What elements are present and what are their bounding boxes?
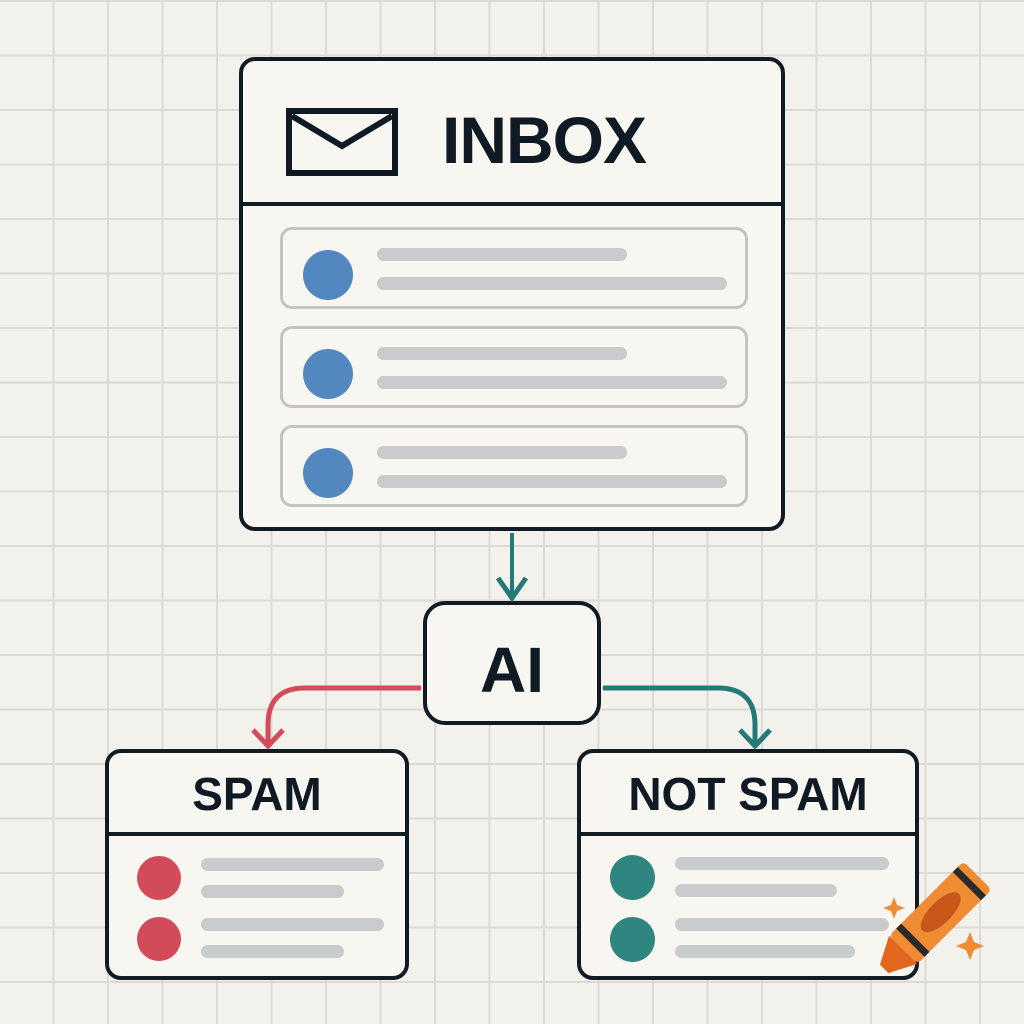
preview-placeholder-bar (675, 945, 855, 958)
not-spam-sender-dot (610, 855, 655, 900)
spam-title: SPAM (192, 768, 322, 820)
subject-placeholder-bar (201, 858, 384, 871)
sender-avatar-dot (303, 448, 353, 498)
not-spam-folder-panel: NOT SPAM (577, 749, 919, 980)
spam-header: SPAM (109, 753, 405, 836)
sender-avatar-dot (303, 250, 353, 300)
spam-sender-dot (137, 917, 181, 961)
subject-placeholder-bar (377, 347, 627, 360)
spam-sender-dot (137, 856, 181, 900)
inbox-panel: INBOX (239, 57, 785, 531)
envelope-icon (286, 108, 398, 176)
ai-classifier-node: AI (423, 601, 601, 725)
inbox-message-item[interactable] (280, 227, 748, 309)
not-spam-sender-dot (610, 917, 655, 962)
preview-placeholder-bar (201, 885, 344, 898)
not-spam-header: NOT SPAM (581, 753, 915, 836)
ai-label: AI (480, 634, 544, 706)
sender-avatar-dot (303, 349, 353, 399)
arrow-inbox-to-ai (495, 533, 529, 603)
spam-folder-panel: SPAM (105, 749, 409, 980)
subject-placeholder-bar (377, 446, 627, 459)
not-spam-title: NOT SPAM (628, 768, 868, 820)
preview-placeholder-bar (377, 277, 727, 290)
preview-placeholder-bar (377, 376, 727, 389)
inbox-message-item[interactable] (280, 425, 748, 507)
preview-placeholder-bar (675, 884, 837, 897)
arrow-ai-to-not-spam (603, 685, 772, 750)
subject-placeholder-bar (201, 918, 384, 931)
inbox-title: INBOX (442, 103, 647, 177)
inbox-header: INBOX (243, 61, 781, 206)
subject-placeholder-bar (675, 857, 889, 870)
preview-placeholder-bar (377, 475, 727, 488)
inbox-message-item[interactable] (280, 326, 748, 408)
arrow-ai-to-spam (251, 685, 421, 750)
subject-placeholder-bar (377, 248, 627, 261)
subject-placeholder-bar (675, 918, 889, 931)
preview-placeholder-bar (201, 945, 344, 958)
